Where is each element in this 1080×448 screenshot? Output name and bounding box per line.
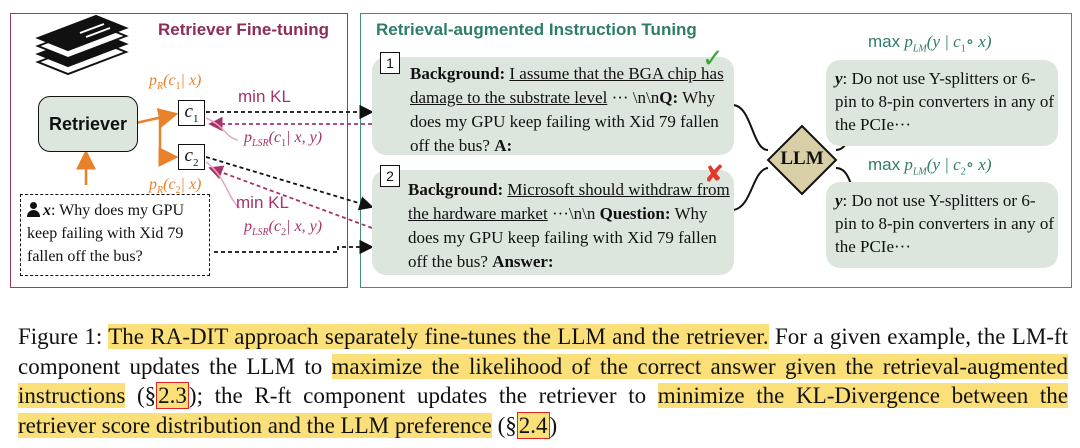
retriever-finetuning-panel (10, 13, 348, 288)
prompt-box-2-number: 2 (380, 165, 400, 187)
figure-caption: Figure 1: The RA-DIT approach separately… (18, 324, 1068, 439)
user-icon (27, 202, 40, 217)
max-likelihood-1: max pLM(y | c1∘ x) (868, 32, 992, 55)
prompt-box-2-text: Background: Microsoft should withdraw fr… (408, 180, 730, 271)
query-box: x: Why does my GPU keep failing with Xid… (20, 194, 210, 276)
prompt-box-1-number: 1 (380, 52, 400, 74)
instruction-tuning-panel (360, 13, 1072, 288)
query-text: : Why does my GPU keep failing with Xid … (27, 202, 185, 265)
prob-lsr-c2: pLSR(c2| x, y) (244, 218, 323, 239)
llm-diamond: LLM (766, 124, 838, 196)
retriever-finetuning-title: Retriever Fine-tuning (158, 20, 329, 39)
prompt-box-2 (372, 170, 734, 275)
prob-retriever-c1: pR(c1| x) (149, 72, 202, 93)
prompt-box-1-text: Background: I assume that the BGA chip h… (410, 64, 724, 155)
c1-box: c1 (178, 100, 205, 126)
retriever-label: Retriever (48, 113, 128, 134)
min-kl-label-1: min KL (238, 87, 291, 106)
retriever-box: Retriever (38, 96, 138, 152)
c2-box: c2 (178, 144, 205, 170)
document-stack-icon (35, 14, 129, 76)
instruction-tuning-title: Retrieval-augmented Instruction Tuning (376, 20, 697, 39)
answer-box-1 (826, 60, 1058, 146)
min-kl-label-2: min KL (236, 193, 289, 212)
prob-retriever-c2: pR(c2| x) (149, 176, 202, 197)
prompt-box-1 (372, 57, 734, 155)
section-link-2-3[interactable]: 2.3 (156, 382, 189, 409)
section-link-2-4[interactable]: 2.4 (516, 411, 550, 439)
prob-lsr-c1: pLSR(c1| x, y) (244, 129, 323, 150)
check-mark-icon: ✓ (702, 44, 724, 74)
answer-box-2 (826, 182, 1058, 268)
answer-box-1-text: y: Do not use Y-splitters or 6-pin to 8-… (835, 69, 1055, 134)
cross-mark-icon: ✘ (704, 160, 725, 188)
max-likelihood-2: max pLM(y | c2∘ x) (868, 155, 992, 178)
answer-box-2-text: y: Do not use Y-splitters or 6-pin to 8-… (835, 191, 1055, 256)
llm-label: LLM (780, 148, 824, 169)
